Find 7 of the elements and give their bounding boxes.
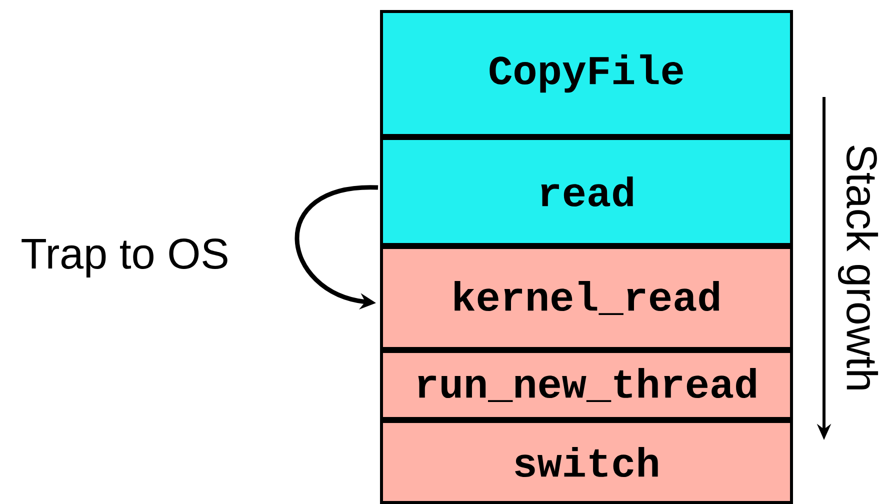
stack-frame-box: run_new_thread xyxy=(380,350,793,420)
stack-frame-box: CopyFile xyxy=(380,10,793,137)
edge-label: Trap to OS xyxy=(22,238,228,278)
stack-frame-box: switch xyxy=(380,420,793,504)
stack-frame-box: read xyxy=(380,137,793,246)
axis-label: Stack growth xyxy=(838,146,878,390)
stack-frame-box: kernel_read xyxy=(380,246,793,350)
